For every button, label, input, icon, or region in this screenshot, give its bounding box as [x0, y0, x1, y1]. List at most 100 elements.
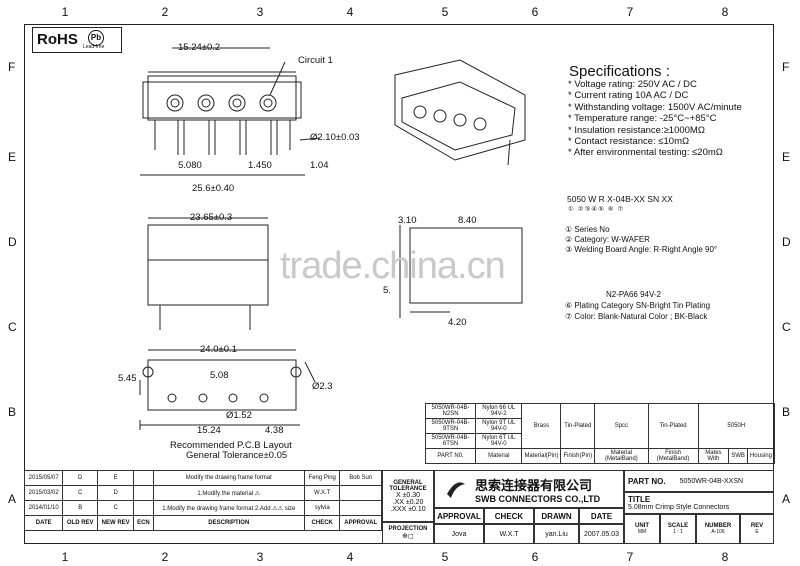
- signoff-date-label: DATE: [579, 508, 624, 524]
- unit-label: UNIT: [635, 523, 649, 529]
- connector-side-view: [147, 217, 269, 330]
- spec-item: Insulation resistance:≥1000MΩ: [568, 125, 742, 136]
- table-header-row: DATE OLD REV NEW REV ECN DESCRIPTION CHE…: [23, 515, 382, 531]
- spec-item: Voltage rating: 250V AC / DC: [568, 79, 742, 90]
- unit-cell: UNIT MM: [624, 514, 660, 544]
- rev-check: Feng Ping: [303, 470, 341, 486]
- dim-pcb-pitch: 5.08: [210, 370, 229, 381]
- dim-pin-width: 1.04: [310, 160, 329, 171]
- pcb-layout-title: Recommended P.C.B Layout: [170, 440, 292, 451]
- dim-pitch-total: 15.24±0.2: [178, 42, 221, 53]
- header-date: DATE: [23, 515, 64, 531]
- header-ecn: ECN: [133, 515, 154, 531]
- lead-free-label: Lead-free: [83, 44, 105, 50]
- dim-pad-edge: 4.38: [265, 425, 284, 436]
- legend-series: ① Series No: [565, 225, 610, 234]
- dim-pcb-height: 5.45: [118, 373, 137, 384]
- rev-new: D: [97, 485, 135, 501]
- specifications-title: Specifications :: [569, 63, 670, 80]
- table-row: 2014/01/10 B C 1.Modify the drawing fram…: [23, 500, 382, 516]
- zone-row-d-right: D: [782, 235, 791, 249]
- rev-date: 2015/03/02: [23, 485, 64, 501]
- zone-row-e-right: E: [782, 150, 791, 164]
- part-number-code: 5050 W R X-04B-XX SN XX: [567, 194, 673, 204]
- table-header: Housing: [746, 448, 776, 464]
- dim-side-height: 5.: [383, 285, 391, 296]
- table-header: Material: [475, 448, 523, 464]
- zone-row-f: F: [8, 60, 16, 74]
- zone-row-b-right: B: [782, 405, 791, 419]
- legend-angle: ③ Welding Board Angle: R-Right Angle 90°: [565, 245, 718, 254]
- number-value: A-106: [711, 529, 725, 535]
- zone-col-3: 3: [256, 5, 264, 19]
- signoff-check-label: CHECK: [484, 508, 534, 524]
- zone-col-6-bottom: 6: [531, 550, 539, 564]
- rev-approval: [339, 485, 382, 501]
- company-name-cn: 思索连接器有限公司: [475, 477, 593, 493]
- rev-ecn: [133, 485, 154, 501]
- dim-height-a: 3.10: [398, 215, 417, 226]
- dim-offset: 1.450: [248, 160, 272, 171]
- tolerance-row: .XXX ±0.10: [390, 506, 425, 513]
- zone-row-b: B: [8, 405, 17, 419]
- zone-row-e: E: [8, 150, 17, 164]
- signoff-approval-label: APPROVAL: [434, 508, 484, 524]
- material-housing: Nylon 66 UL 94V-2: [475, 403, 523, 419]
- rev-label: REV: [750, 523, 764, 529]
- table-header: Mates With: [697, 448, 730, 464]
- rev-approval: [339, 500, 382, 516]
- table-header: Material (MetalBand): [594, 448, 649, 464]
- zone-row-a: A: [8, 492, 17, 506]
- dim-overall-width: 25.6±0.40: [192, 183, 235, 194]
- rohs-badge: RoHS Pb Lead-free: [32, 27, 122, 53]
- zone-col-5: 5: [441, 5, 449, 19]
- rev-old: B: [62, 500, 99, 516]
- tol-key: .XX: [392, 498, 404, 506]
- table-header: Material(Pin): [521, 448, 562, 464]
- pb-free-icon: Pb: [88, 30, 104, 46]
- table-header: PART N0.: [424, 448, 477, 464]
- zone-col-7: 7: [626, 5, 634, 19]
- table-header: Finish(Pin): [560, 448, 596, 464]
- spec-item: Withstanding voltage: 1500V AC/minute: [568, 102, 741, 113]
- zone-col-7-bottom: 7: [626, 550, 634, 564]
- header-description: DESCRIPTION: [152, 515, 305, 531]
- rev-old: C: [62, 485, 99, 501]
- tolerance-title: GENERAL TOLERANCE: [389, 479, 427, 492]
- zone-col-8: 8: [721, 5, 729, 19]
- tolerance-block: GENERAL TOLERANCE X ±0.30 .XX ±0.20 .XXX…: [382, 470, 434, 522]
- legend-category: ② Category: W-WAFER: [565, 235, 650, 244]
- connector-front-view: [140, 47, 321, 176]
- pcb-tolerance: General Tolerance±0.05: [186, 450, 288, 461]
- material-part-no: 5050WR-04B-N2SN: [424, 403, 477, 419]
- zone-col-2: 2: [161, 5, 169, 19]
- legend-material: N2-PA66 94V-2: [606, 290, 661, 299]
- table-header: Finish (MetalBand): [647, 448, 699, 464]
- zone-row-c: C: [8, 320, 17, 334]
- tol-value: ±0.10: [408, 505, 426, 513]
- number-label: NUMBER: [704, 523, 732, 529]
- revision-table: 2015/05/07 D E Modify the drawing frame …: [23, 470, 382, 531]
- rev-desc: Modify the drawing frame format: [152, 470, 305, 486]
- zone-row-d: D: [8, 235, 17, 249]
- material-housing: Nylon 9T UL 94V-0: [475, 418, 523, 434]
- header-old-rev: OLD REV: [62, 515, 99, 531]
- projection-icon: ⊕◻: [402, 533, 414, 540]
- rev-ecn: [133, 500, 154, 516]
- material-table: 5050WR-04B-N2SN Nylon 66 UL 94V-2 Brass …: [424, 403, 776, 464]
- dim-foot: 4.20: [448, 317, 467, 328]
- table-header: SWB: [728, 448, 748, 464]
- title-value: 5.08mm Crimp Style Connectors: [628, 504, 730, 511]
- rev-check: W.X.T: [303, 485, 341, 501]
- tol-value: ±0.30: [402, 491, 421, 499]
- projection-label: PROJECTION: [388, 526, 428, 532]
- table-row: 2015/03/02 C D 1.Modify the material ⚠ W…: [23, 485, 382, 501]
- rev-check: sylvia: [303, 500, 341, 516]
- circuit-label: Circuit 1: [298, 55, 333, 66]
- header-approval: APPROVAL: [339, 515, 382, 531]
- connector-iso-view: [394, 59, 526, 166]
- dim-pcb-width: 24.0±0.1: [200, 344, 237, 355]
- zone-row-f-right: F: [782, 60, 790, 74]
- header-check: CHECK: [303, 515, 341, 531]
